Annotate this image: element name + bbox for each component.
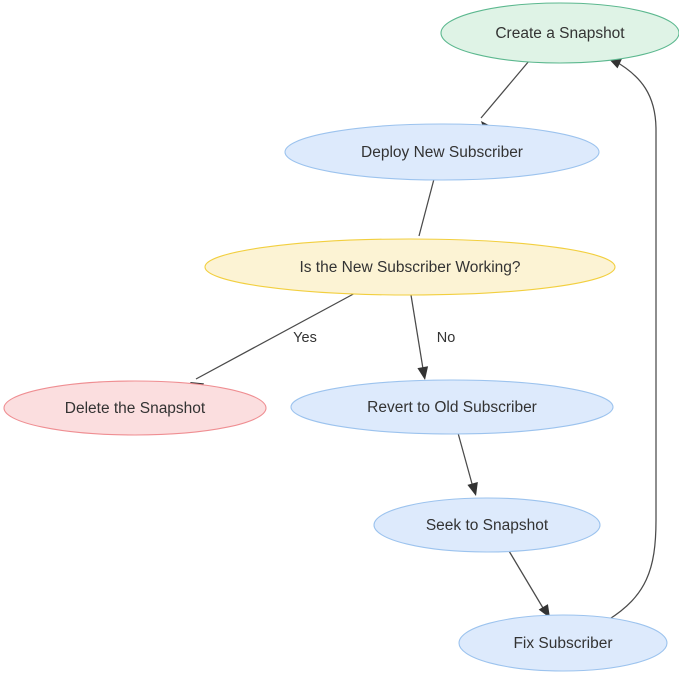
node-seek-to-snapshot[interactable]: Seek to Snapshot [373,497,601,553]
edge-working-to-delete-line [195,290,360,380]
node-is-new-subscriber-working-label: Is the New Subscriber Working? [299,259,520,276]
node-deploy-new-subscriber-shape[interactable] [284,123,600,181]
node-revert-to-old-subscriber[interactable]: Revert to Old Subscriber [290,379,614,435]
node-create-snapshot[interactable]: Create a Snapshot [440,2,679,64]
node-revert-to-old-subscriber-shape[interactable] [290,379,614,435]
node-delete-the-snapshot-label: Delete the Snapshot [65,400,206,417]
edge-labels-layer: Yes No [293,330,455,346]
node-create-snapshot-label: Create a Snapshot [495,25,625,42]
node-seek-to-snapshot-shape[interactable] [373,497,601,553]
edge-seek-to-fix-line [508,550,547,614]
edge-working-to-revert-label: No [437,330,456,346]
edge-revert-to-seek-arrowhead-icon [467,482,478,496]
node-delete-the-snapshot-shape[interactable] [3,380,267,436]
edge-fix-to-create-line [607,59,657,621]
edge-working-to-revert [410,294,429,380]
edge-create-to-deploy [480,60,530,135]
edge-seek-to-fix-arrowhead-icon [538,604,550,618]
edge-working-to-delete [190,290,360,393]
node-seek-to-snapshot-label: Seek to Snapshot [426,517,549,534]
edge-working-to-revert-line [410,294,425,376]
edge-create-to-deploy-line [480,60,530,119]
node-deploy-new-subscriber[interactable]: Deploy New Subscriber [284,123,600,181]
node-revert-to-old-subscriber-label: Revert to Old Subscriber [367,399,537,416]
edge-deploy-to-working-line [418,178,435,237]
node-fix-subscriber[interactable]: Fix Subscriber [458,614,668,672]
edge-seek-to-fix [508,550,550,618]
node-fix-subscriber-label: Fix Subscriber [513,635,612,652]
node-fix-subscriber-shape[interactable] [458,614,668,672]
edge-revert-to-seek-line [457,432,475,492]
edge-working-to-delete-label: Yes [293,330,317,346]
node-delete-the-snapshot[interactable]: Delete the Snapshot [3,380,267,436]
node-is-new-subscriber-working[interactable]: Is the New Subscriber Working? [204,238,616,296]
node-create-snapshot-shape[interactable] [440,2,679,64]
edge-revert-to-seek [457,432,478,496]
edge-working-to-revert-arrowhead-icon [417,366,429,380]
node-deploy-new-subscriber-label: Deploy New Subscriber [361,144,523,161]
edge-fix-to-create [607,58,657,621]
node-is-new-subscriber-working-shape[interactable] [204,238,616,296]
